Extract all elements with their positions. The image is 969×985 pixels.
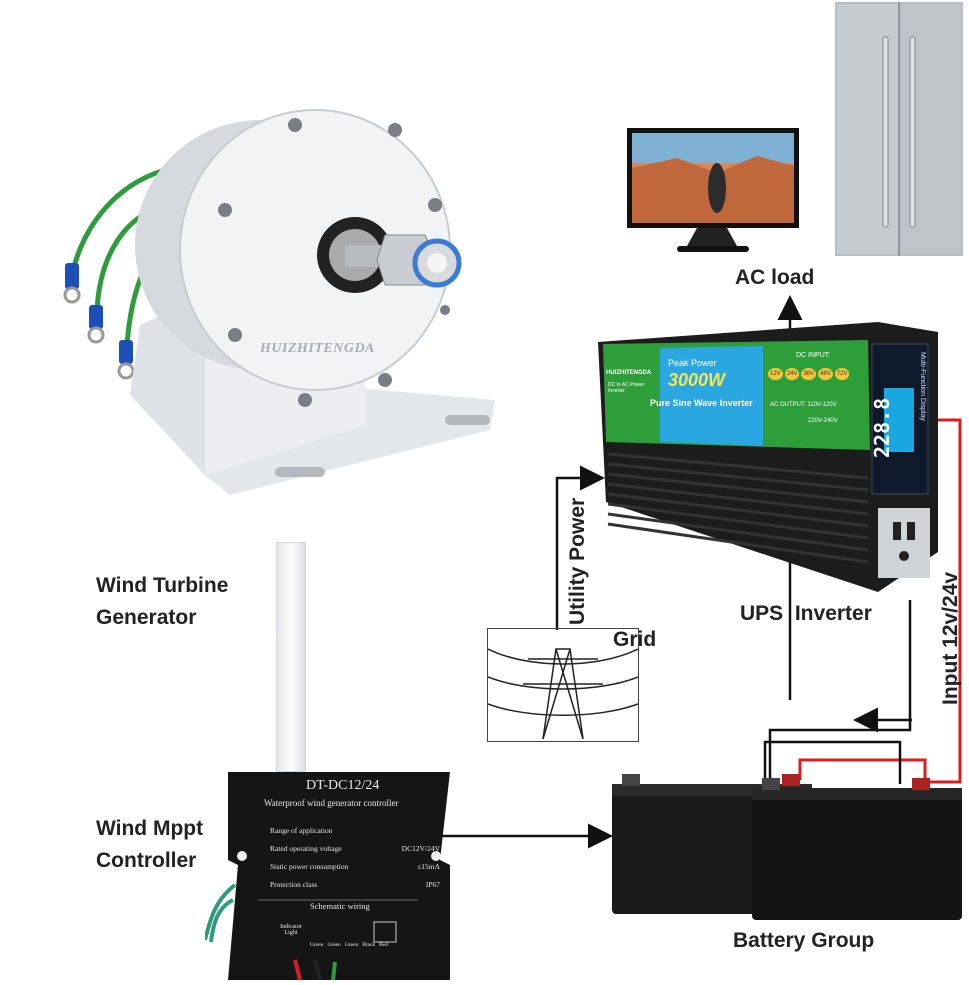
monitor-icon [627, 128, 799, 256]
display-title: Multi-Function Display [919, 352, 926, 421]
inverter-subtitle: DC to AC Power Inverter [608, 382, 645, 394]
mppt-controller: DT-DC12/24 Waterproof wind generator con… [228, 770, 450, 980]
ac-output-110: 110V-120V [807, 402, 837, 408]
controller-spec-table: Range of application Rated operating vol… [270, 822, 440, 894]
spec-label: Range of application [270, 826, 333, 835]
ac-load-label: AC load [735, 266, 815, 289]
mppt-controller-label-line2: Controller [96, 849, 197, 872]
spec-value: ≤15mA [417, 862, 440, 871]
ac-output-label: AC OUTPUT: 110V-120V [770, 402, 837, 408]
dc-input-label: DC INPUT: [796, 352, 831, 359]
wiring-title: Schematic wiring [310, 901, 370, 911]
inverter-caption: UPS Inverter [740, 602, 872, 625]
dc-voltage-badge: 36V [801, 368, 817, 380]
terminal-list: Green Green Green Black Red [310, 942, 388, 948]
ac-output-220: 220V-240V [808, 418, 838, 424]
dc-voltage-badge: 24V [784, 368, 800, 380]
utility-power-wire [555, 465, 605, 630]
ups-inverter: HUIZHITENGDA DC to AC Power Inverter Pea… [598, 322, 942, 594]
grid-label: Grid [613, 628, 657, 651]
mppt-controller-label: Wind Mppt Controller [96, 813, 203, 877]
indicator-light-label: Indicator Light [280, 924, 302, 936]
terminal-label: Black [362, 942, 376, 948]
dc-voltage-badge: 48V [818, 368, 833, 380]
mppt-controller-label-line1: Wind Mppt [96, 817, 204, 840]
generator-brand: HUIZHITENGDA [260, 341, 375, 356]
power-grid-tower [487, 628, 639, 742]
peak-power-label: Peak Power [668, 358, 717, 368]
dc-voltage-badge: 72V [834, 368, 850, 380]
wind-turbine-label-line2: Generator [96, 606, 197, 629]
terminal-label: Green [327, 942, 341, 948]
ac-output-title: AC OUTPUT: [770, 402, 806, 408]
inverter-body [598, 322, 938, 592]
inverter-brand: HUIZHITENGDA [606, 370, 652, 376]
battery-black-link [763, 740, 902, 785]
spec-row: Protection class IP67 [270, 876, 440, 894]
input-voltage-label: Input 12v/24v [939, 571, 962, 705]
spec-row: Rated operating voltage DC12V/24V [270, 840, 440, 858]
spec-row: Range of application [270, 822, 440, 840]
spec-label: Rated operating voltage [270, 844, 342, 853]
spec-value: DC12V/24V [401, 844, 440, 853]
inverter-wave-type: Pure Sine Wave Inverter [650, 398, 753, 408]
dc-voltage-badge: 12V [768, 368, 783, 380]
spec-label: Protection class [270, 880, 318, 889]
spec-label: Static power consumption [270, 862, 349, 871]
utility-power-label: Utility Power [566, 497, 589, 625]
wind-turbine-label-line1: Wind Turbine [96, 574, 229, 597]
refrigerator-icon [835, 2, 963, 256]
spec-row: Static power consumption ≤15mA [270, 858, 440, 876]
wind-generator: HUIZHITENGDA [55, 95, 505, 515]
battery-group-label: Battery Group [733, 929, 875, 952]
terminal-label: Green [310, 942, 324, 948]
controller-model: DT-DC12/24 [306, 778, 380, 793]
battery-red-link [798, 758, 927, 782]
battery-group [612, 770, 962, 925]
wind-turbine-label: Wind Turbine Generator [96, 570, 236, 634]
controller-subtitle: Waterproof wind generator controller [264, 798, 399, 808]
input-red-wire [928, 418, 962, 784]
display-readout: 228.8 [870, 397, 894, 458]
controller-body [228, 772, 450, 980]
terminal-label: Green [344, 942, 359, 948]
inverter-power: 3000W [668, 370, 726, 390]
controller-wires [205, 883, 337, 980]
spec-value: IP67 [425, 880, 440, 889]
dc-voltage-list: 12V 24V 36V 48V 72V [768, 368, 868, 380]
antenna-pole [276, 542, 306, 772]
terminal-label: Red [379, 942, 389, 948]
generator-illustration [63, 109, 495, 495]
battery-black-loop [768, 600, 912, 784]
